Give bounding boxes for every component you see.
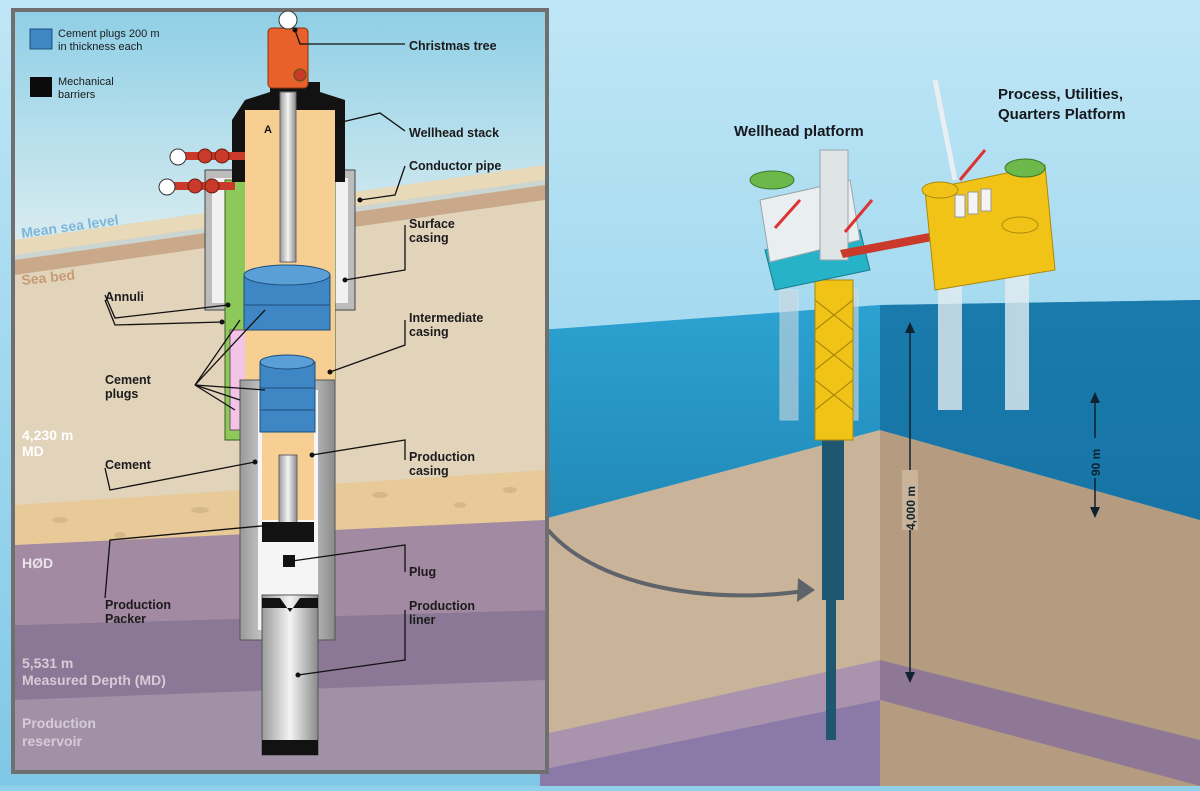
cement-plug-upper — [243, 264, 331, 331]
plug — [283, 555, 295, 567]
leader-dots — [219, 27, 363, 678]
well-liner — [826, 600, 836, 740]
production-liner-label-1: Production — [409, 599, 475, 613]
well-bore — [822, 440, 844, 600]
reservoir-line1: Production — [22, 715, 96, 731]
cement-plug-lower — [259, 354, 316, 433]
intermediate-casing-label-1: Intermediate — [409, 311, 483, 325]
production-packer — [262, 522, 314, 542]
process-platform — [921, 79, 1056, 410]
wellhead-platform-title: Wellhead platform — [734, 123, 864, 140]
annulus-gauge-icon — [169, 148, 187, 166]
layer-hod-side — [880, 660, 1200, 786]
tubing-upper — [279, 91, 297, 263]
sea-bed-label: Sea bed — [21, 266, 76, 288]
reservoir-line2: reservoir — [22, 733, 82, 749]
process-crane — [932, 79, 958, 181]
conductor-pipe-label: Conductor pipe — [409, 159, 501, 173]
intermediate-casing-label-2: casing — [409, 325, 449, 339]
annulus-gauge-icon-2 — [158, 178, 176, 196]
md-5531-line2: Measured Depth (MD) — [22, 672, 166, 688]
annuli-label: Annuli — [105, 290, 144, 304]
layer-reservoir-right — [540, 700, 880, 786]
legend-cement-line2: in thickness each — [58, 41, 142, 53]
production-liner-label-2: liner — [409, 613, 436, 627]
legend-barrier-line2: barriers — [58, 89, 96, 101]
tubing-lower — [278, 454, 298, 526]
helideck — [749, 170, 795, 190]
pointer-arrow — [546, 528, 811, 598]
valve-c-label: C — [234, 171, 242, 183]
production-casing-label-2: casing — [409, 464, 449, 478]
md-5531-line1: 5,531 m — [22, 655, 73, 671]
cement-plugs-label-1: Cement — [105, 373, 152, 387]
md-4230-line1: 4,230 m — [22, 427, 73, 443]
process-platform-title-2: Quarters Platform — [998, 106, 1126, 123]
surface-casing-label-1: Surface — [409, 217, 455, 231]
leader-lines — [104, 29, 406, 676]
drilling-derrick — [819, 149, 849, 261]
legend-barrier-swatch — [30, 77, 52, 97]
production-casing-label-1: Production — [409, 450, 475, 464]
christmas-tree-label: Christmas tree — [409, 39, 497, 53]
process-helideck — [1004, 158, 1046, 178]
cement-label: Cement — [105, 458, 152, 472]
valve-a-label: A — [264, 124, 272, 136]
well-cross-section: A C — [158, 10, 356, 756]
hod-label: HØD — [22, 555, 53, 571]
wellhead-stack-label: Wellhead stack — [409, 126, 499, 140]
water-depth-90-label: 90 m — [1089, 449, 1103, 476]
wellhead-platform — [749, 149, 874, 441]
md-4230-line2: MD — [22, 443, 44, 459]
production-packer-label-1: Production — [105, 598, 171, 612]
cement-plugs-label-2: plugs — [105, 387, 138, 401]
bridge — [840, 230, 948, 258]
legend-barrier-line1: Mechanical — [58, 76, 114, 88]
plug-label: Plug — [409, 565, 436, 579]
surface-casing-label-2: casing — [409, 231, 449, 245]
production-liner — [261, 594, 319, 756]
legend-cement-line1: Cement plugs 200 m — [58, 28, 160, 40]
depth-4000-label: 4,000 m — [904, 486, 918, 530]
process-platform-title-1: Process, Utilities, — [998, 86, 1123, 103]
well-cross-section-inset: Cement plugs 200 m in thickness each Mec… — [11, 8, 549, 774]
tree-gauge-icon — [278, 10, 298, 30]
wellhead-jacket — [814, 279, 854, 441]
annulus-valves — [158, 148, 245, 196]
legend-cement-swatch — [29, 28, 53, 50]
production-packer-label-2: Packer — [105, 612, 146, 626]
